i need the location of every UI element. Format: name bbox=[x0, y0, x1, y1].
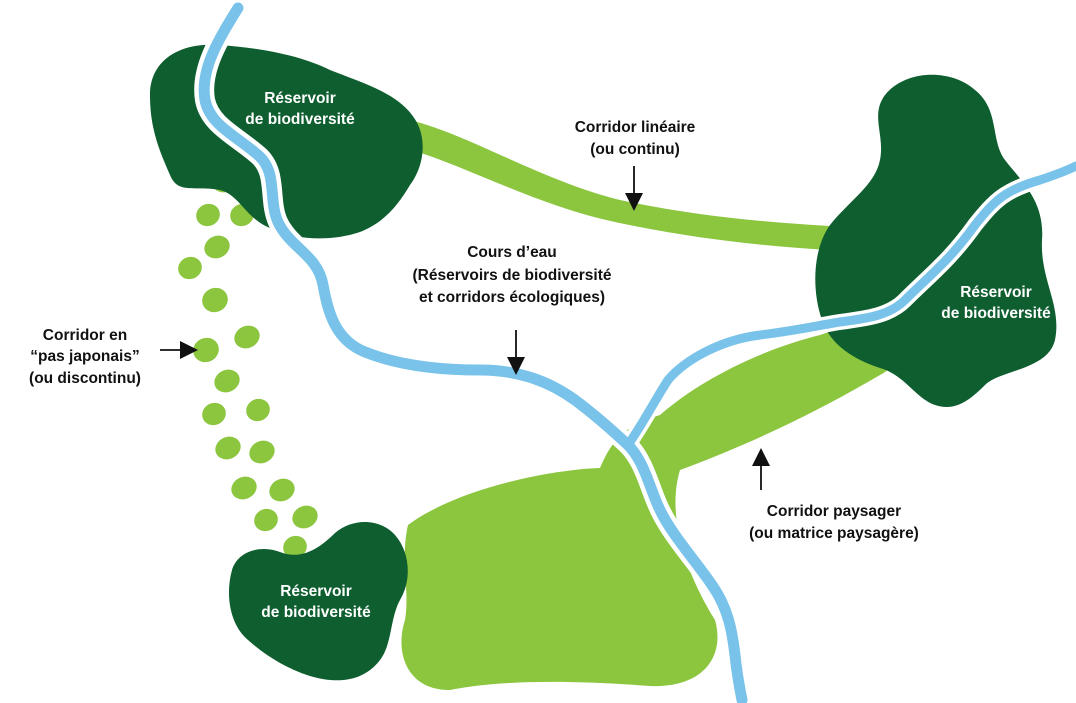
reservoir-label: de biodiversité bbox=[941, 305, 1051, 322]
river-label: et corridors écologiques) bbox=[419, 289, 605, 306]
reservoir-label: de biodiversité bbox=[261, 604, 371, 621]
stepping-stone bbox=[202, 287, 228, 313]
reservoir-label: Réservoir bbox=[960, 284, 1032, 301]
stepping-stone bbox=[246, 398, 270, 422]
stepping-stone bbox=[196, 203, 220, 227]
linear-corridor-label: (ou continu) bbox=[590, 141, 680, 158]
stepping-stone bbox=[269, 478, 295, 502]
stepping-stone bbox=[178, 256, 202, 280]
stepping-stone bbox=[204, 235, 230, 259]
stepping-stone-label: Corridor en bbox=[43, 327, 127, 344]
landscape-corridor-label: Corridor paysager bbox=[767, 503, 901, 520]
reservoir-label: Réservoir bbox=[264, 90, 336, 107]
stepping-stone bbox=[249, 440, 275, 464]
stepping-stone bbox=[231, 476, 257, 500]
river bbox=[194, 0, 1076, 703]
linear-corridor-label: Corridor linéaire bbox=[575, 119, 696, 136]
river-label: (Réservoirs de biodiversité bbox=[413, 267, 612, 284]
landscape-corridor-label: (ou matrice paysagère) bbox=[749, 525, 919, 542]
river-main-channel bbox=[198, 2, 748, 703]
stepping-stone-label: “pas japonais” bbox=[30, 348, 139, 365]
reservoir-top-left bbox=[150, 44, 423, 239]
reservoir-label: Réservoir bbox=[280, 583, 352, 600]
stepping-stone bbox=[202, 402, 226, 426]
stepping-stone bbox=[292, 505, 318, 529]
river-label: Cours d’eau bbox=[467, 244, 557, 261]
river-branch-channel bbox=[623, 161, 1076, 450]
linear-corridor bbox=[405, 120, 830, 250]
stepping-stone bbox=[215, 436, 241, 460]
reservoir-bottom-left bbox=[228, 521, 408, 681]
stepping-stone bbox=[283, 535, 307, 559]
stepping-stone bbox=[254, 508, 278, 532]
stepping-stone bbox=[234, 325, 260, 349]
stepping-stone bbox=[193, 337, 219, 363]
stepping-stone bbox=[214, 369, 240, 393]
stepping-stone-label: (ou discontinu) bbox=[29, 370, 141, 387]
reservoir-label: de biodiversité bbox=[245, 111, 355, 128]
